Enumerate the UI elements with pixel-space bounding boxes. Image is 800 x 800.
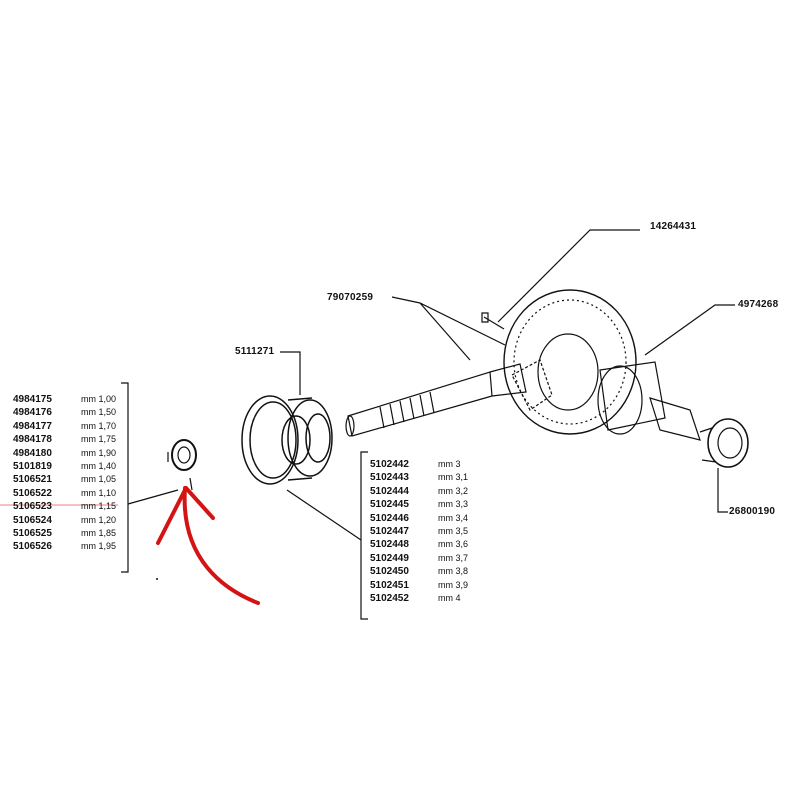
right-list-bracket [360,451,368,620]
leader-14264431 [497,229,640,323]
label-bearing: 26800190 [729,506,776,517]
label-housing: 4974268 [738,299,779,310]
bolt [481,312,505,330]
pinion-gear [511,359,553,411]
leader-left-list [127,489,179,505]
washer-tick [167,452,193,491]
left-list-bracket [121,382,129,573]
small-shim-washer [171,439,197,471]
leader-26800190 [717,468,728,513]
label-pinion-bearing: 5111271 [235,346,275,357]
bearing-rings [241,395,333,485]
leader-4974268 [644,304,735,356]
leader-right-list [286,489,362,541]
ring-gear [503,289,637,435]
leader-5111271 [280,351,301,395]
label-ring-gear-set: 79070259 [327,292,374,303]
side-bearing [699,418,749,468]
stray-dot [156,578,158,580]
red-annotation-arrow [156,486,260,605]
leader-79070259 [391,296,506,361]
pinion-shaft [345,363,527,437]
label-bolt: 14264431 [650,221,697,232]
differential-housing [597,361,701,441]
